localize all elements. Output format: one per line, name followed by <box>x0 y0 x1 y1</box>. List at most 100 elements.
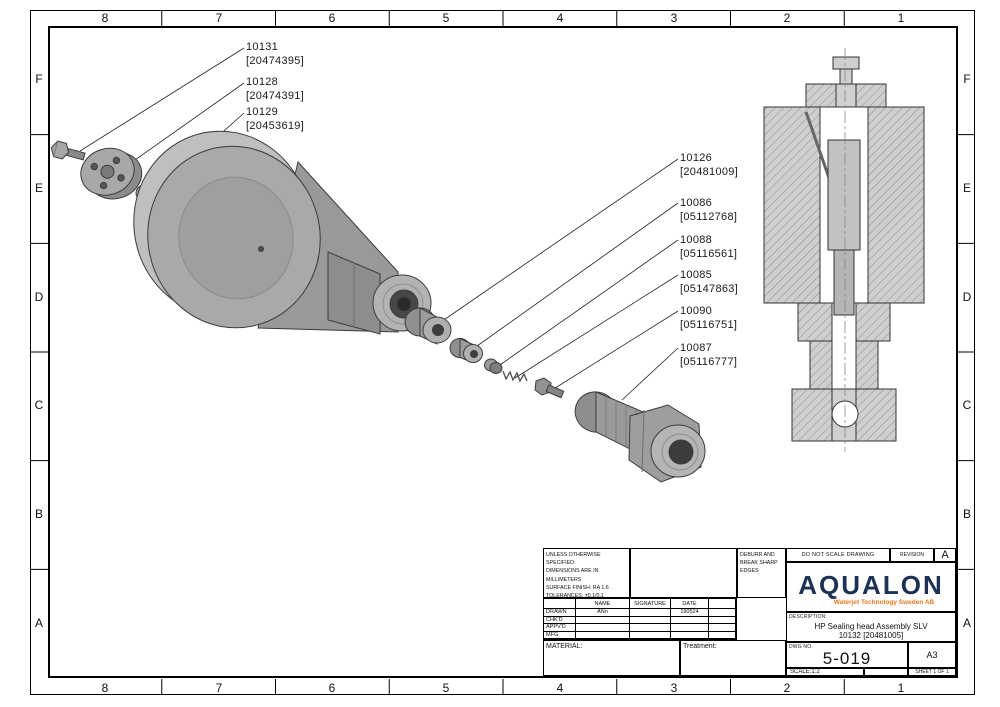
part-number: 10086 <box>680 197 713 209</box>
part-number: 10088 <box>680 234 713 246</box>
paper-size-cell: A3 <box>908 642 956 668</box>
part-bolt-10131 <box>50 140 86 161</box>
row-name: ANn <box>576 609 630 617</box>
zone-top-3: 3 <box>670 11 678 25</box>
row-date <box>671 624 709 632</box>
sign-header-date: DATE <box>671 599 709 609</box>
row-name <box>576 616 630 624</box>
part-ref: [20474395] <box>246 55 305 68</box>
note-line: DIMENSIONS ARE IN MILLIMETERS <box>546 568 599 583</box>
dwg-number: 5-019 <box>822 649 872 668</box>
part-ref: [05112768] <box>680 211 738 224</box>
revision-label: REVISION <box>890 548 934 562</box>
part-ref: [05116561] <box>680 248 738 261</box>
company-logo-cell: AQUALON Waterjet Technology Sweden AB <box>786 562 956 612</box>
callout-10126: 10126 [20481009] <box>680 151 738 180</box>
row-name <box>576 624 630 632</box>
part-number: 10087 <box>680 342 713 354</box>
row-date <box>671 616 709 624</box>
sign-header-name: NAME <box>576 599 630 609</box>
zone-left-b: B <box>34 507 43 521</box>
callout-10086: 10086 [05112768] <box>680 196 737 225</box>
leader-lines <box>79 47 679 401</box>
zone-left-c: C <box>34 398 44 412</box>
part-number: 10131 <box>246 41 279 53</box>
zone-top-8: 8 <box>101 11 109 25</box>
row-signature <box>630 624 671 632</box>
note-line: TOLERANCES: ±0.1/0.1 <box>546 593 604 598</box>
part-housing <box>133 130 432 335</box>
row-name <box>576 631 630 639</box>
callout-10085: 10085 [05147863] <box>680 268 738 297</box>
zone-top-4: 4 <box>556 11 564 25</box>
zone-bottom-6: 6 <box>328 681 336 695</box>
zone-right-a: A <box>962 616 971 630</box>
callout-10129: 10129 [20453619] <box>246 105 304 134</box>
part-ref: [05147863] <box>680 283 739 296</box>
exploded-view <box>50 130 706 483</box>
tolerance-notes: UNLESS OTHERWISE SPECIFIED: DIMENSIONS A… <box>543 548 630 598</box>
callout-10088: 10088 [05116561] <box>680 233 737 262</box>
callout-10128: 10128 [20474391] <box>246 75 304 104</box>
sign-header-blank <box>544 599 576 609</box>
section-view <box>763 48 925 452</box>
zone-right-b: B <box>962 507 971 521</box>
sheet-count-cell: SHEET 1 OF 1 <box>908 668 956 676</box>
zone-top-2: 2 <box>783 11 791 25</box>
row-blank <box>709 609 736 617</box>
part-10088 <box>484 358 503 374</box>
material-label: MATERIAL: <box>546 643 583 650</box>
part-number: 10090 <box>680 305 713 317</box>
dwg-no-cell: DWG NO. 5-019 <box>786 642 908 668</box>
treatment-label: Treatment: <box>683 643 717 650</box>
weight-cell <box>864 668 908 676</box>
description-line2: 10132 [20481005] <box>838 631 904 640</box>
row-blank <box>709 616 736 624</box>
callout-10087: 10087 [05116777] <box>680 341 737 370</box>
description-label: DESCRIPTION: <box>789 614 827 620</box>
part-10086 <box>449 337 483 364</box>
part-cap-10129 <box>135 184 162 206</box>
part-number: 10128 <box>246 76 279 88</box>
row-blank <box>709 631 736 639</box>
deburr-line: DEBURR AND <box>740 552 775 558</box>
zone-bottom-1: 1 <box>897 681 905 695</box>
row-blank <box>709 624 736 632</box>
row-signature <box>630 609 671 617</box>
description-line1: HP Sealing head Assembly SLV <box>814 622 928 631</box>
part-number: 10126 <box>680 152 713 164</box>
zone-right-e: E <box>962 181 971 195</box>
sign-header-signature: SIGNATURE <box>630 599 671 609</box>
part-ref: [05116777] <box>680 356 738 369</box>
zone-bottom-8: 8 <box>101 681 109 695</box>
logo-tagline: Waterjet Technology Sweden AB <box>833 599 935 606</box>
row-signature <box>630 631 671 639</box>
zone-bottom-3: 3 <box>670 681 678 695</box>
deburr-line: BREAK SHARP <box>740 560 778 567</box>
zone-left-f: F <box>35 72 43 86</box>
zone-top-1: 1 <box>897 11 905 25</box>
zone-left-e: E <box>34 181 43 195</box>
part-10085-spring <box>502 370 528 383</box>
revision-value: A <box>934 548 956 562</box>
deburr-note: DEBURR AND BREAK SHARP EDGES <box>737 548 786 598</box>
sign-header-blank2 <box>709 599 736 609</box>
part-10090 <box>534 377 565 399</box>
zone-bottom-7: 7 <box>215 681 223 695</box>
part-disc-10128 <box>80 147 143 200</box>
deburr-line: EDGES <box>740 568 759 575</box>
signature-table: NAME SIGNATURE DATE DRAWN ANn 190524 CHK… <box>543 598 737 640</box>
material-cell: MATERIAL: <box>543 640 680 676</box>
part-number: 10129 <box>246 106 279 118</box>
zone-left-a: A <box>34 616 43 630</box>
scale-cell: SCALE:1:2 <box>786 668 864 676</box>
part-number: 10085 <box>680 269 713 281</box>
aqualon-logo: AQUALON <box>798 570 944 600</box>
part-ref: [20481009] <box>680 166 739 179</box>
zone-top-6: 6 <box>328 11 336 25</box>
zone-right-c: C <box>962 398 972 412</box>
part-10087 <box>574 391 706 483</box>
zone-bottom-4: 4 <box>556 681 564 695</box>
part-ref: [20453619] <box>246 120 305 133</box>
